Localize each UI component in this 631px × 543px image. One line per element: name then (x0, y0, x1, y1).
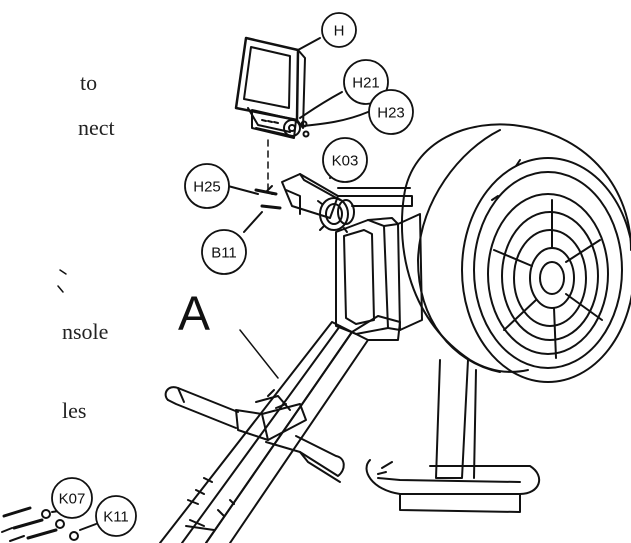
callout-k03 (322, 137, 368, 183)
callout-b11 (201, 229, 247, 275)
part-label-h23: H23 (377, 105, 405, 122)
callout-h21 (343, 59, 389, 105)
part-label-h: H (334, 23, 345, 40)
assembly-label-a: A (178, 288, 210, 341)
part-label-h21: H21 (352, 75, 380, 92)
flywheel-fan (401, 123, 631, 383)
callout-h (321, 12, 357, 48)
callout-h23 (368, 89, 414, 135)
rear-stand (365, 359, 541, 513)
instruction-text-fragment-1: to (80, 70, 98, 95)
instruction-text-fragment-3: nsole (62, 319, 109, 344)
rail-end-hardware (1, 506, 97, 542)
console-display (234, 36, 321, 196)
part-label-k03: K03 (332, 153, 359, 170)
instruction-text-fragment-4: les (62, 398, 87, 423)
main-rail (159, 315, 401, 543)
screw-leader-b11 (243, 211, 263, 233)
cable-leader-h21 (299, 91, 343, 119)
instruction-text-fragment-2: nect (78, 115, 115, 140)
callout-k11 (95, 495, 137, 537)
part-label-k07: K07 (59, 491, 86, 508)
callout-k07 (51, 477, 93, 519)
part-label-h25: H25 (193, 179, 221, 196)
screw-leader-h25 (227, 185, 259, 195)
part-label-k11: K11 (103, 509, 129, 526)
front-frame-neck (335, 213, 423, 335)
callout-h25 (184, 163, 230, 209)
handle-bar (164, 386, 345, 483)
hardware-leader-k11 (79, 523, 97, 531)
cable-leader-h23 (302, 111, 369, 127)
part-label-b11: B11 (211, 245, 237, 262)
